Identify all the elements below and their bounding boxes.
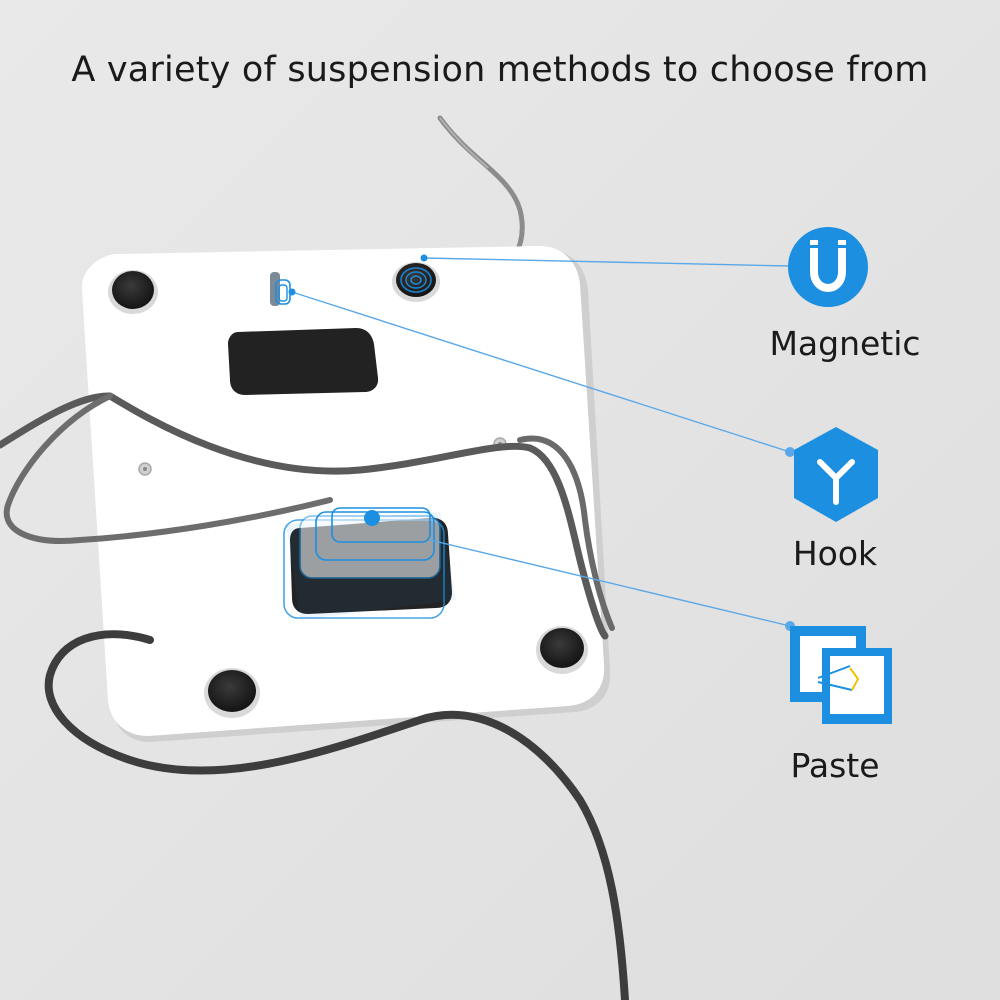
rubber-foot xyxy=(540,628,584,668)
cable-loop-outer xyxy=(3,393,333,544)
adhesive-pad xyxy=(228,328,379,395)
cable-main xyxy=(44,630,629,1000)
device-body xyxy=(81,246,605,736)
magnetic-label: Magnetic xyxy=(769,324,921,363)
magnet-icon xyxy=(788,227,868,307)
headline: A variety of suspension methods to choos… xyxy=(71,50,929,90)
hook-label: Hook xyxy=(792,534,878,573)
paste-point xyxy=(364,510,380,526)
adhesive-paste-icon xyxy=(790,626,892,724)
top-wire-thin xyxy=(439,117,489,169)
paste-label: Paste xyxy=(790,746,880,785)
cable-loop xyxy=(0,392,609,640)
callout-line-hook xyxy=(291,291,791,453)
callout-line-magnetic xyxy=(423,257,791,267)
hook-icon xyxy=(794,427,878,522)
rubber-foot xyxy=(112,271,154,309)
cable-side xyxy=(517,435,615,631)
rubber-foot xyxy=(208,670,256,712)
callout-line-paste xyxy=(429,539,791,627)
